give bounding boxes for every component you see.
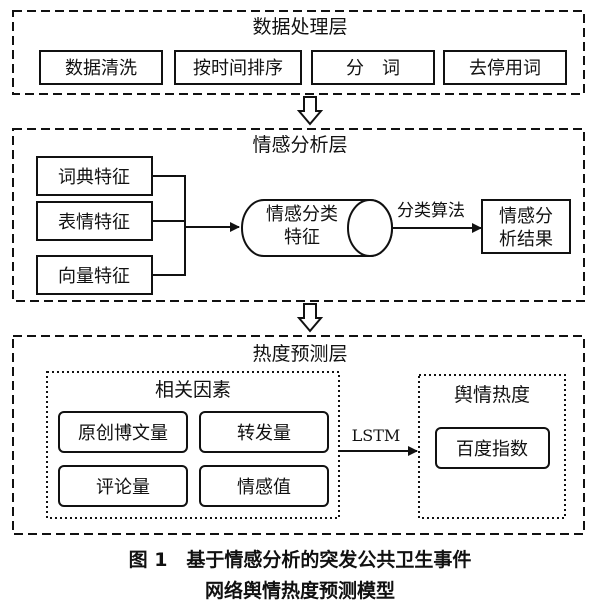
factor-sentiment-value: 情感值 <box>237 477 291 498</box>
caption-line1: 图 1 基于情感分析的突发公共卫生事件 <box>129 548 472 571</box>
heat-prediction-layer <box>12 335 585 535</box>
feature-vector: 向量特征 <box>58 266 130 287</box>
related-factors-group <box>46 371 340 519</box>
opinion-heat-group <box>418 374 566 519</box>
step-box-stopwords <box>443 50 567 85</box>
down-arrow-icon <box>296 303 324 333</box>
sentiment-layer-title: 情感分析层 <box>252 134 347 156</box>
model-label-line2: 特征 <box>284 227 320 248</box>
feature-connector <box>152 175 186 276</box>
step-box-sort <box>174 50 302 85</box>
factor-original-posts: 原创博文量 <box>78 423 168 444</box>
feature-lexicon: 词典特征 <box>58 167 130 188</box>
heat-title: 舆情热度 <box>454 384 530 406</box>
factor-box-reposts <box>199 411 329 453</box>
factors-title: 相关因素 <box>155 379 231 401</box>
step-cleaning: 数据清洗 <box>65 58 137 79</box>
data-processing-layer <box>12 10 585 95</box>
feature-box-emoji <box>36 201 153 241</box>
step-box-cleaning <box>39 50 163 85</box>
feature-emoji: 表情特征 <box>58 212 130 233</box>
factor-box-sentiment-value <box>199 465 329 507</box>
result-label-line2: 析结果 <box>499 229 553 250</box>
step-segmentation: 分 词 <box>346 58 400 79</box>
classify-algorithm-label: 分类算法 <box>397 201 465 221</box>
result-label-line1: 情感分 <box>499 206 553 227</box>
factor-box-comments <box>58 465 188 507</box>
sentiment-result-box <box>481 199 571 254</box>
factor-box-original-posts <box>58 411 188 453</box>
cylinder-end-cap <box>347 199 393 257</box>
step-remove-stopwords: 去停用词 <box>469 58 541 79</box>
lstm-label: LSTM <box>352 426 401 445</box>
model-label-line1: 情感分类 <box>266 204 338 225</box>
sentiment-analysis-layer <box>12 128 585 302</box>
heat-item-box <box>435 427 550 469</box>
data-layer-title: 数据处理层 <box>252 16 347 38</box>
heat-item-baidu-index: 百度指数 <box>456 439 528 460</box>
factor-comments: 评论量 <box>96 477 150 498</box>
caption-line2: 网络舆情热度预测模型 <box>205 579 395 602</box>
down-arrow-icon <box>296 96 324 126</box>
step-box-segmentation <box>311 50 435 85</box>
heat-layer-title: 热度预测层 <box>252 343 347 365</box>
factor-reposts: 转发量 <box>237 423 291 444</box>
step-sort-by-time: 按时间排序 <box>193 58 283 79</box>
feature-box-vector <box>36 255 153 295</box>
